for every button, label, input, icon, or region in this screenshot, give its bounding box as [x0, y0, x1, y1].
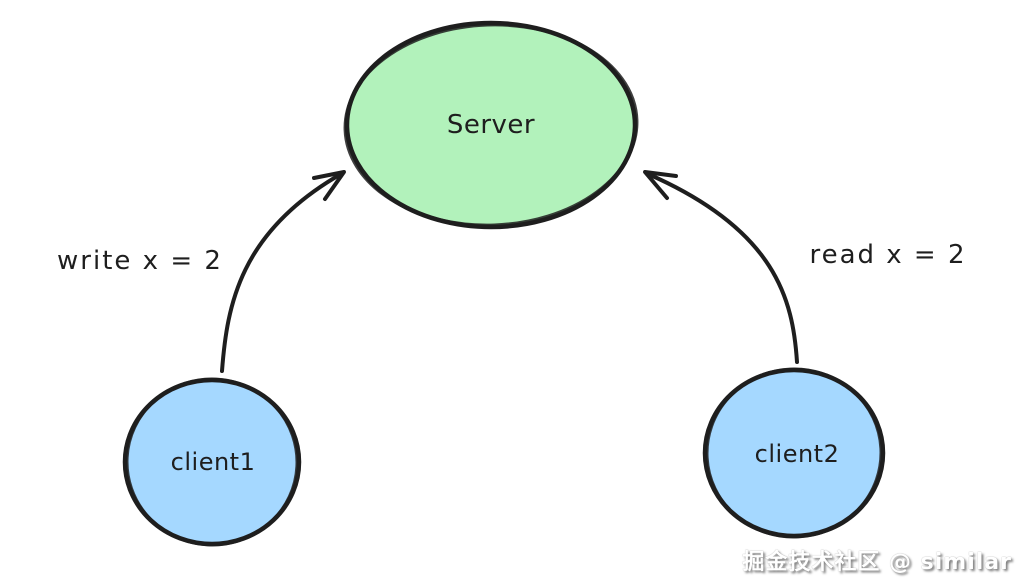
client1-label: client1: [171, 448, 256, 476]
server-ellipse: [344, 20, 638, 230]
read-arrow-path: [646, 172, 799, 364]
edge-client1-to-server: write x = 2: [57, 170, 346, 373]
client2-circle-sketch-pass: [705, 367, 883, 539]
edge-label-write: write x = 2: [57, 246, 223, 276]
client1-circle-sketch-pass: [125, 377, 299, 547]
server-ellipse-sketch-pass: [343, 23, 639, 227]
client2-label: client2: [755, 440, 840, 468]
watermark: 掘金技术社区 @ similar: [742, 550, 1012, 575]
client1-node: client1: [122, 377, 302, 547]
read-arrowhead-icon: [643, 170, 678, 200]
write-arrow-path: [220, 172, 343, 373]
write-arrowhead-icon: [312, 170, 346, 201]
client2-node: client2: [702, 367, 886, 539]
edge-label-read: read x = 2: [809, 240, 966, 270]
edge-client2-to-server: read x = 2: [643, 170, 966, 364]
server-label: Server: [447, 110, 535, 140]
server-node: Server: [343, 20, 639, 230]
